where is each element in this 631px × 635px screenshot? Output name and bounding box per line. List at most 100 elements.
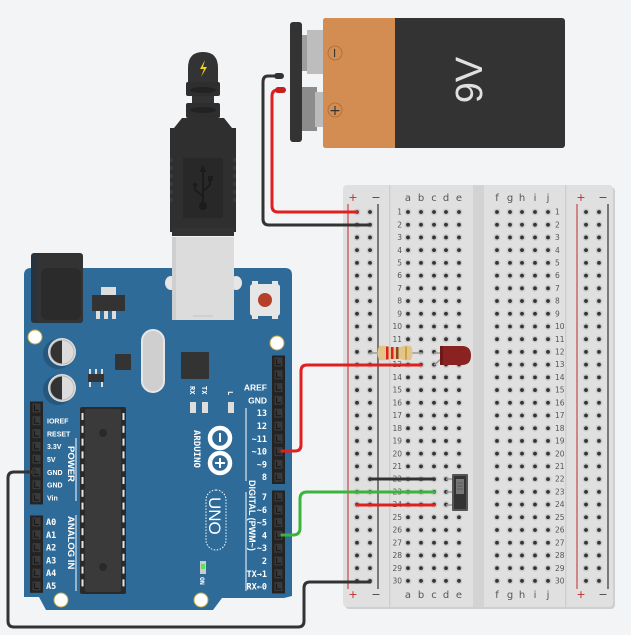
breadboard-hole[interactable] <box>584 553 588 558</box>
breadboard-hole[interactable] <box>457 426 461 431</box>
breadboard-hole[interactable] <box>508 489 512 494</box>
breadboard-hole[interactable] <box>432 299 436 303</box>
breadboard-hole[interactable] <box>432 375 436 380</box>
breadboard-hole[interactable] <box>597 540 601 545</box>
breadboard-hole[interactable] <box>355 248 359 253</box>
breadboard-hole[interactable] <box>584 566 588 571</box>
breadboard-hole[interactable] <box>419 286 423 291</box>
breadboard-hole[interactable] <box>597 502 601 507</box>
breadboard-hole[interactable] <box>419 400 423 405</box>
breadboard-hole[interactable] <box>406 311 410 316</box>
breadboard-hole[interactable] <box>419 388 423 392</box>
header-pin[interactable] <box>274 408 283 418</box>
breadboard-hole[interactable] <box>432 248 436 253</box>
breadboard-hole[interactable] <box>520 299 524 303</box>
breadboard-hole[interactable] <box>584 477 588 482</box>
breadboard-hole[interactable] <box>597 578 601 583</box>
breadboard-hole[interactable] <box>444 311 448 316</box>
breadboard-hole[interactable] <box>520 324 524 329</box>
breadboard-hole[interactable] <box>533 451 537 456</box>
breadboard-hole[interactable] <box>406 540 410 545</box>
breadboard-hole[interactable] <box>355 528 359 532</box>
breadboard-hole[interactable] <box>533 489 537 494</box>
breadboard-hole[interactable] <box>457 311 461 316</box>
breadboard-hole[interactable] <box>495 400 499 405</box>
header-pin[interactable] <box>274 530 283 540</box>
battery-negative-wire[interactable] <box>261 74 372 227</box>
breadboard-hole[interactable] <box>584 451 588 456</box>
breadboard-hole[interactable] <box>419 337 423 342</box>
breadboard-hole[interactable] <box>546 235 550 240</box>
breadboard-hole[interactable] <box>432 553 436 558</box>
reset-cap[interactable] <box>258 293 272 307</box>
breadboard-hole[interactable] <box>520 375 524 380</box>
breadboard-hole[interactable] <box>533 235 537 240</box>
breadboard-hole[interactable] <box>355 400 359 405</box>
breadboard-hole[interactable] <box>432 311 436 316</box>
breadboard-hole[interactable] <box>495 260 499 265</box>
breadboard-hole[interactable] <box>355 464 359 469</box>
breadboard-hole[interactable] <box>508 350 512 354</box>
breadboard-hole[interactable] <box>457 286 461 291</box>
breadboard-hole[interactable] <box>444 515 448 520</box>
breadboard-hole[interactable] <box>406 324 410 329</box>
breadboard-hole[interactable] <box>355 451 359 456</box>
breadboard-hole[interactable] <box>457 400 461 405</box>
breadboard-hole[interactable] <box>444 235 448 240</box>
breadboard-hole[interactable] <box>355 286 359 291</box>
breadboard-hole[interactable] <box>495 362 499 367</box>
breadboard-hole[interactable] <box>457 528 461 532</box>
breadboard-hole[interactable] <box>432 413 436 418</box>
breadboard-hole[interactable] <box>444 439 448 443</box>
breadboard-hole[interactable] <box>495 451 499 456</box>
breadboard-hole[interactable] <box>597 222 601 227</box>
breadboard-hole[interactable] <box>495 210 499 214</box>
breadboard-hole[interactable] <box>432 388 436 392</box>
breadboard-hole[interactable] <box>546 362 550 367</box>
breadboard-hole[interactable] <box>406 464 410 469</box>
breadboard-hole[interactable] <box>546 350 550 354</box>
breadboard-hole[interactable] <box>584 439 588 443</box>
breadboard-hole[interactable] <box>546 388 550 392</box>
breadboard-hole[interactable] <box>546 540 550 545</box>
breadboard-hole[interactable] <box>584 540 588 545</box>
breadboard-hole[interactable] <box>520 210 524 214</box>
breadboard-hole[interactable] <box>495 324 499 329</box>
breadboard-hole[interactable] <box>368 426 372 431</box>
breadboard-hole[interactable] <box>432 222 436 227</box>
breadboard-hole[interactable] <box>520 413 524 418</box>
breadboard-hole[interactable] <box>495 222 499 227</box>
breadboard-hole[interactable] <box>406 260 410 265</box>
breadboard-hole[interactable] <box>457 273 461 278</box>
breadboard-hole[interactable] <box>432 451 436 456</box>
breadboard-hole[interactable] <box>368 553 372 558</box>
breadboard-hole[interactable] <box>419 324 423 329</box>
breadboard-hole[interactable] <box>533 426 537 431</box>
header-pin[interactable] <box>274 383 283 393</box>
breadboard-hole[interactable] <box>597 337 601 342</box>
breadboard-hole[interactable] <box>597 260 601 265</box>
breadboard-hole[interactable] <box>355 350 359 354</box>
breadboard-hole[interactable] <box>584 210 588 214</box>
breadboard-hole[interactable] <box>368 337 372 342</box>
breadboard-hole[interactable] <box>406 400 410 405</box>
breadboard-hole[interactable] <box>419 540 423 545</box>
breadboard-hole[interactable] <box>355 375 359 380</box>
breadboard-hole[interactable] <box>432 324 436 329</box>
breadboard-hole[interactable] <box>508 528 512 532</box>
breadboard-hole[interactable] <box>508 210 512 214</box>
breadboard-hole[interactable] <box>520 451 524 456</box>
arduino-uno[interactable]: RX TX L ARDUINO UNO ON <box>24 253 292 610</box>
breadboard-hole[interactable] <box>419 222 423 227</box>
breadboard-hole[interactable] <box>444 388 448 392</box>
breadboard-hole[interactable] <box>419 235 423 240</box>
breadboard-hole[interactable] <box>520 464 524 469</box>
breadboard-hole[interactable] <box>584 388 588 392</box>
breadboard-hole[interactable] <box>432 464 436 469</box>
breadboard-hole[interactable] <box>406 286 410 291</box>
header-pin[interactable] <box>274 505 283 515</box>
breadboard-hole[interactable] <box>495 337 499 342</box>
header-pin[interactable] <box>32 581 41 591</box>
breadboard-hole[interactable] <box>419 311 423 316</box>
